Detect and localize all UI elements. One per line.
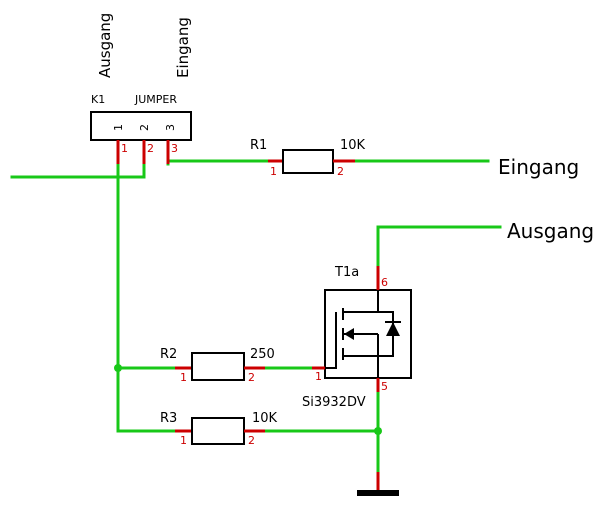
connector-k1: Ausgang Eingang K1 JUMPER 1 2 3 1 2 3: [90, 13, 192, 164]
r3-pin-number-1: 1: [180, 434, 187, 447]
wire-drain-to-ausgang: [376, 225, 502, 268]
k1-body: [90, 111, 192, 141]
r3-pin-number-2: 2: [248, 434, 255, 447]
t1a-ref: T1a: [334, 265, 359, 280]
r1-value: 10K: [340, 138, 366, 153]
k1-pin-number-2: 2: [147, 142, 154, 155]
resistor-r2: R2 250 1 2: [160, 347, 275, 384]
r2-body: [191, 352, 245, 381]
k1-ref: K1: [91, 93, 105, 106]
t1a-pin-number-gate: 1: [315, 370, 322, 383]
t1a-pin-number-drain: 6: [381, 276, 388, 289]
r2-value: 250: [250, 347, 275, 362]
resistor-r1: R1 10K 1 2: [250, 138, 366, 178]
junction-dot-r2: [114, 364, 122, 372]
r2-pin-number-2: 2: [248, 371, 255, 384]
r1-pin-number-2: 2: [337, 165, 344, 178]
t1a-pin-number-source: 5: [381, 380, 388, 393]
r2-ref: R2: [160, 347, 177, 362]
r3-ref: R3: [160, 411, 177, 426]
r1-body: [282, 149, 334, 174]
k1-pin-name-3: 3: [164, 124, 177, 131]
t1a-part-number: Si3932DV: [302, 395, 366, 410]
r1-ref: R1: [250, 138, 267, 153]
wire-k1-pin3-to-r1: [166, 159, 270, 166]
junction-dot-r3: [374, 427, 382, 435]
net-label-ausgang: Ausgang: [507, 219, 594, 243]
k1-pin-number-1: 1: [121, 142, 128, 155]
r2-pin-number-1: 1: [180, 371, 187, 384]
k1-pin-name-1: 1: [112, 124, 125, 131]
resistor-r3: R3 10K 1 2: [160, 411, 278, 447]
ground-icon: [357, 472, 399, 496]
net-label-eingang: Eingang: [498, 155, 579, 179]
r1-pin-number-1: 1: [270, 165, 277, 178]
r3-body: [191, 417, 245, 445]
k1-side-label-eingang: Eingang: [174, 17, 192, 78]
k1-pin-name-2: 2: [138, 124, 151, 131]
mosfet-symbol-icon: [325, 290, 401, 378]
mosfet-t1a: T1a 6 1 5 Si3932DV: [302, 265, 412, 410]
wire-input-left: [10, 162, 146, 179]
k1-value: JUMPER: [134, 93, 177, 106]
k1-pin-number-3: 3: [171, 142, 178, 155]
r3-value: 10K: [252, 411, 278, 426]
k1-side-label-ausgang: Ausgang: [96, 13, 114, 78]
